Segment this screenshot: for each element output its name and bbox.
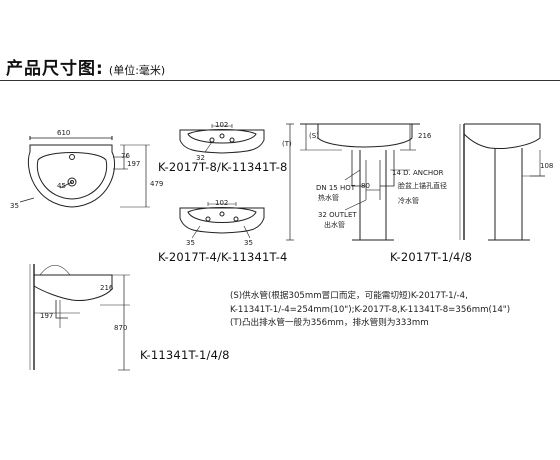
pedestal-side-view: 108 — [459, 123, 553, 241]
model-label-a: K-2017T-8/K-11341T-8 — [158, 160, 288, 174]
dim-32-a: 32 — [196, 154, 205, 162]
page-title: 产品尺寸图: (单位:毫米) — [6, 54, 165, 79]
dim-80: 80 — [361, 182, 370, 190]
dim-102-a: 102 — [215, 121, 228, 129]
dim-35-c: 35 — [244, 239, 253, 247]
basin-4-hole-view: 102 35 35 — [179, 199, 265, 247]
installation-notes: (S)供水管(根据305mm冒口而定，可能需切短)K-2017T-1/-4, K… — [230, 290, 560, 331]
title-divider — [0, 80, 560, 81]
dim-870: 870 — [114, 324, 127, 332]
model-label-c: K-2017T-1/4/8 — [390, 250, 473, 264]
basin-top-view: 610 76 197 479 45 35 — [10, 129, 163, 210]
dim-216: 216 — [418, 132, 432, 140]
dim-45: 45 — [57, 182, 66, 190]
dim-610: 610 — [57, 129, 70, 137]
pedestal-front-view: (S) (T) 216 14 D. ANCHOR 80 DN 15 HOT 热水… — [282, 123, 447, 241]
dim-35: 35 — [10, 202, 19, 210]
dim-35-b: 35 — [186, 239, 195, 247]
dim-t: (T) — [282, 140, 292, 148]
model-label-d: K-11341T-1/4/8 — [140, 348, 230, 362]
note-line: K-11341T-1/-4=254mm(10");K-2017T-8,K-113… — [230, 304, 511, 315]
hot-water-cn: 热水管 — [318, 193, 339, 202]
dim-76: 76 — [121, 152, 130, 160]
dim-102-b: 102 — [215, 199, 228, 207]
outlet-label: 32 OUTLET — [318, 211, 357, 219]
page-title-text: 产品尺寸图: — [6, 59, 104, 79]
cold-water-cn: 冷水管 — [398, 196, 419, 205]
unit-note: (单位:毫米) — [108, 64, 166, 77]
anchor-label: 14 D. ANCHOR — [392, 169, 444, 177]
note-line: (T)凸出排水管一般为356mm，排水管则为333mm — [230, 318, 429, 329]
wall-hung-side-view: 216 197 870 — [29, 264, 130, 371]
model-label-b: K-2017T-4/K-11341T-4 — [158, 250, 288, 264]
dim-s: (S) — [309, 132, 319, 140]
dim-216-b: 216 — [100, 284, 114, 292]
dim-197-b: 197 — [40, 312, 53, 320]
anchor-cn: 脸盆上锚孔直径 — [398, 181, 447, 190]
dim-197: 197 — [127, 160, 140, 168]
basin-8-hole-view: 102 32 — [179, 121, 265, 162]
note-line: (S)供水管(根据305mm冒口而定，可能需切短)K-2017T-1/-4, — [230, 291, 468, 301]
outlet-cn: 出水管 — [324, 220, 345, 229]
hot-water-label: DN 15 HOT — [316, 184, 356, 192]
dim-108: 108 — [540, 162, 553, 170]
dim-479: 479 — [150, 180, 163, 188]
